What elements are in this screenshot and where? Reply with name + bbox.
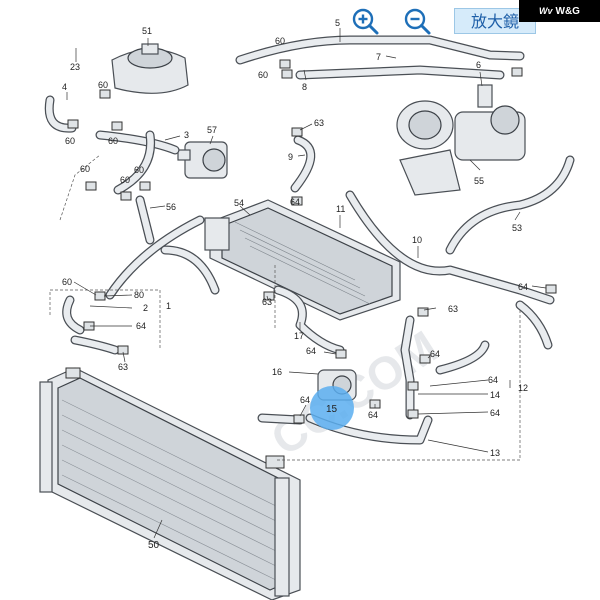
callout-51: 51 bbox=[142, 26, 152, 36]
callout-60-g: 60 bbox=[275, 36, 285, 46]
auxiliary-pump bbox=[177, 141, 228, 179]
callout-2: 2 bbox=[143, 303, 148, 313]
callout-53: 53 bbox=[512, 223, 522, 233]
callout-7: 7 bbox=[376, 52, 381, 62]
callout-14: 14 bbox=[490, 390, 500, 400]
callout-64-f: 64 bbox=[368, 410, 378, 420]
callout-labels: 51 23 4 60 60 60 60 60 60 3 57 56 5 7 60… bbox=[62, 18, 528, 551]
callout-56: 56 bbox=[166, 202, 176, 212]
zoom-in-icon bbox=[352, 8, 379, 35]
callout-55: 55 bbox=[474, 176, 484, 186]
callout-64-c: 64 bbox=[136, 321, 146, 331]
callout-50: 50 bbox=[148, 540, 160, 551]
callout-9: 9 bbox=[288, 152, 293, 162]
callout-60-b: 60 bbox=[65, 136, 75, 146]
callout-16: 16 bbox=[272, 367, 282, 377]
hoses bbox=[44, 35, 575, 445]
callout-60-h: 60 bbox=[258, 70, 268, 80]
radiator bbox=[39, 367, 301, 600]
callout-60-a: 60 bbox=[98, 80, 108, 90]
callout-4: 4 bbox=[62, 82, 67, 92]
callout-64-i: 64 bbox=[490, 408, 500, 418]
callout-23: 23 bbox=[70, 62, 80, 72]
callout-17: 17 bbox=[294, 331, 304, 341]
expansion-tank bbox=[111, 43, 189, 94]
callout-8: 8 bbox=[302, 82, 307, 92]
callout-60-f: 60 bbox=[134, 165, 144, 175]
callout-63-b: 63 bbox=[448, 304, 458, 314]
leader-lines bbox=[66, 28, 547, 539]
callout-60-c: 60 bbox=[108, 136, 118, 146]
brand-mark: Wv bbox=[539, 6, 553, 16]
part-15-highlight bbox=[310, 386, 354, 430]
callout-15: 15 bbox=[326, 404, 338, 415]
callout-13: 13 bbox=[490, 448, 500, 458]
callout-64-d: 64 bbox=[306, 346, 316, 356]
callout-80: 80 bbox=[134, 290, 144, 300]
group-brackets bbox=[49, 154, 521, 461]
callout-63-c: 63 bbox=[118, 362, 128, 372]
callout-64-h: 64 bbox=[488, 375, 498, 385]
zoom-out-icon bbox=[404, 8, 431, 35]
callout-11: 11 bbox=[336, 204, 345, 214]
callout-3: 3 bbox=[184, 130, 189, 140]
callout-6: 6 bbox=[476, 60, 481, 70]
zoom-out-button[interactable] bbox=[402, 6, 432, 36]
zoom-in-button[interactable] bbox=[350, 6, 380, 36]
brand-name: W&G bbox=[555, 6, 580, 17]
callout-54: 54 bbox=[234, 198, 244, 208]
callout-64-e: 64 bbox=[300, 395, 310, 405]
callout-64-b: 64 bbox=[518, 282, 528, 292]
callout-60-d: 60 bbox=[80, 164, 90, 174]
callout-12: 12 bbox=[518, 383, 528, 393]
callout-5: 5 bbox=[335, 18, 340, 28]
callout-64-g: 64 bbox=[430, 349, 440, 359]
callout-57: 57 bbox=[207, 125, 217, 135]
callout-63-d: 63 bbox=[262, 297, 272, 307]
callout-60-e: 60 bbox=[120, 175, 130, 185]
heat-exchanger bbox=[204, 199, 401, 321]
callout-60-i: 60 bbox=[62, 277, 72, 287]
callout-10: 10 bbox=[412, 235, 422, 245]
turbocharger bbox=[396, 84, 526, 196]
callout-64-a: 64 bbox=[290, 197, 300, 207]
callout-1: 1 bbox=[166, 301, 171, 311]
callout-63-a: 63 bbox=[314, 118, 324, 128]
